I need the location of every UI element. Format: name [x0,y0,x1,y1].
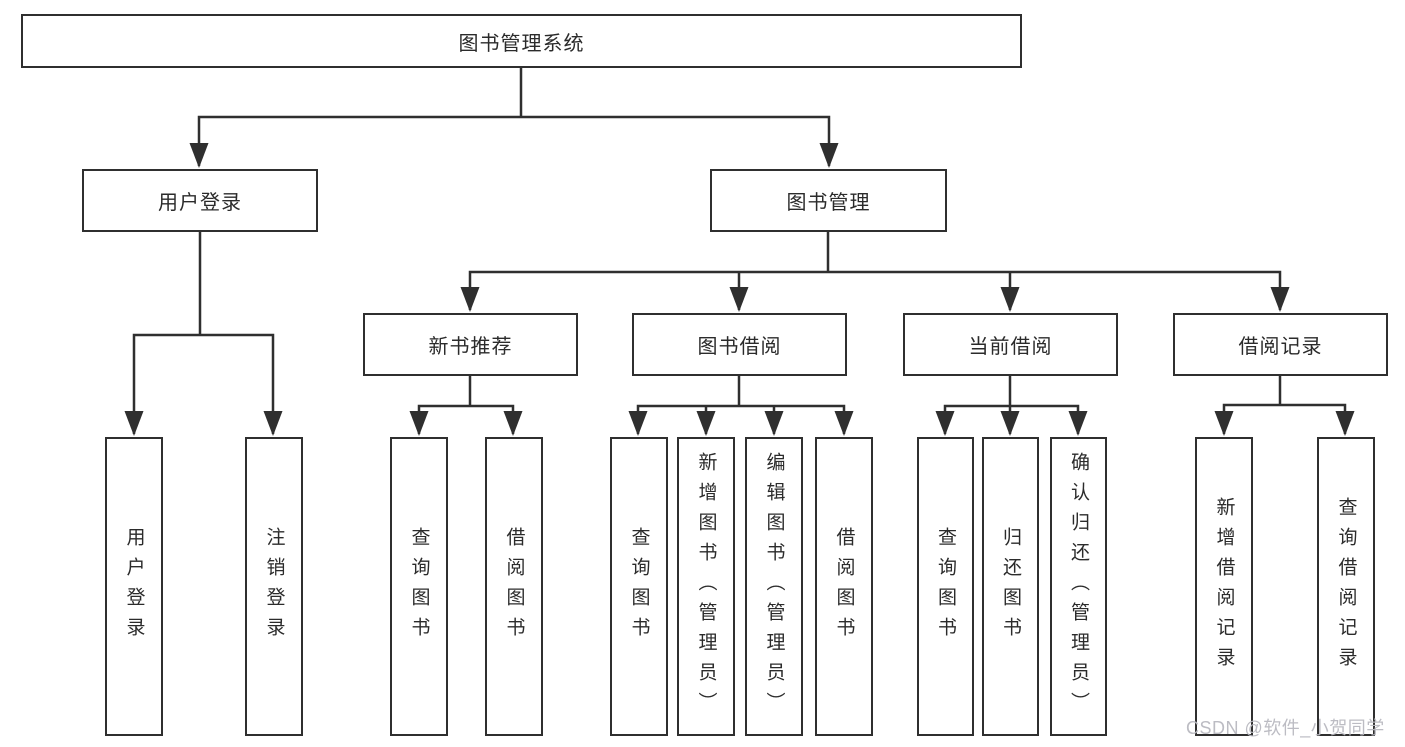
leaf-label: 查询图书 [935,526,956,647]
arrowhead-icon [124,411,144,436]
connector-borrow-record-elbow [1222,403,1347,434]
arrowhead-icon [1000,287,1020,312]
connector-book-borrow-elbow [636,404,846,434]
arrowhead-icon [696,411,716,436]
arrowhead-icon [1335,411,1355,436]
leaf-borrow-books: 借阅图书 [815,437,873,736]
leaf-label: 查询图书 [628,526,650,647]
arrowhead-icon [503,411,523,436]
node-borrowing-records: 借阅记录 [1173,313,1388,376]
leaf-add-borrow-record: 新增借阅记录 [1195,437,1253,736]
leaf-label: 借阅图书 [833,526,855,647]
leaf-label: 新增借阅记录 [1213,496,1235,677]
leaf-label: 查询借阅记录 [1335,496,1357,677]
arrowhead-icon [1068,411,1088,436]
arrowhead-icon [1000,411,1020,436]
arrowhead-icon [764,411,784,436]
node-user-login: 用户登录 [82,169,318,232]
arrowhead-icon [1214,411,1234,436]
csdn-watermark: CSDN @软件_小贺同学 [1186,718,1385,738]
leaf-query-borrow-record: 查询借阅记录 [1317,437,1375,736]
arrowhead-icon [460,287,480,312]
arrowhead-icon [628,411,648,436]
arrowheads [124,143,1355,436]
arrowhead-icon [1270,287,1290,312]
leaf-label: 注销登录 [263,526,285,647]
leaf-borrow-books: 借阅图书 [485,437,543,736]
leaf-label: 归还图书 [1000,526,1021,647]
leaf-edit-books-admin: 编辑图书（管理员） [745,437,803,736]
arrowhead-icon [409,411,429,436]
leaf-add-books-admin: 新增图书（管理员） [677,437,735,736]
leaf-return-books: 归还图书 [982,437,1039,736]
node-book-management-system: 图书管理系统 [21,14,1022,68]
node-current-borrowing: 当前借阅 [903,313,1118,376]
arrowhead-icon [935,411,955,436]
leaf-query-books: 查询图书 [917,437,974,736]
leaf-label: 确认归还（管理员） [1068,451,1089,722]
leaf-label: 借阅图书 [503,526,525,647]
arrowhead-icon [263,411,283,436]
arrowhead-icon [729,287,749,312]
connector-root-elbow [197,115,831,166]
leaf-query-books: 查询图书 [610,437,668,736]
arrowhead-icon [189,143,209,168]
leaf-label: 用户登录 [123,526,145,647]
connector-new-book-elbow [417,404,515,434]
connector-book-mgmt-elbow [468,270,1282,310]
node-book-management: 图书管理 [710,169,947,232]
arrowhead-icon [834,411,854,436]
leaf-label: 查询图书 [408,526,430,647]
node-new-book-recommendation: 新书推荐 [363,313,578,376]
leaf-query-books: 查询图书 [390,437,448,736]
leaf-label: 编辑图书（管理员） [763,451,785,722]
leaf-confirm-return-admin: 确认归还（管理员） [1050,437,1107,736]
leaf-user-login: 用户登录 [105,437,163,736]
connector-user-login-elbow [132,333,275,434]
arrowhead-icon [819,143,839,168]
leaf-logout: 注销登录 [245,437,303,736]
leaf-label: 新增图书（管理员） [695,451,717,722]
node-book-borrowing: 图书借阅 [632,313,847,376]
